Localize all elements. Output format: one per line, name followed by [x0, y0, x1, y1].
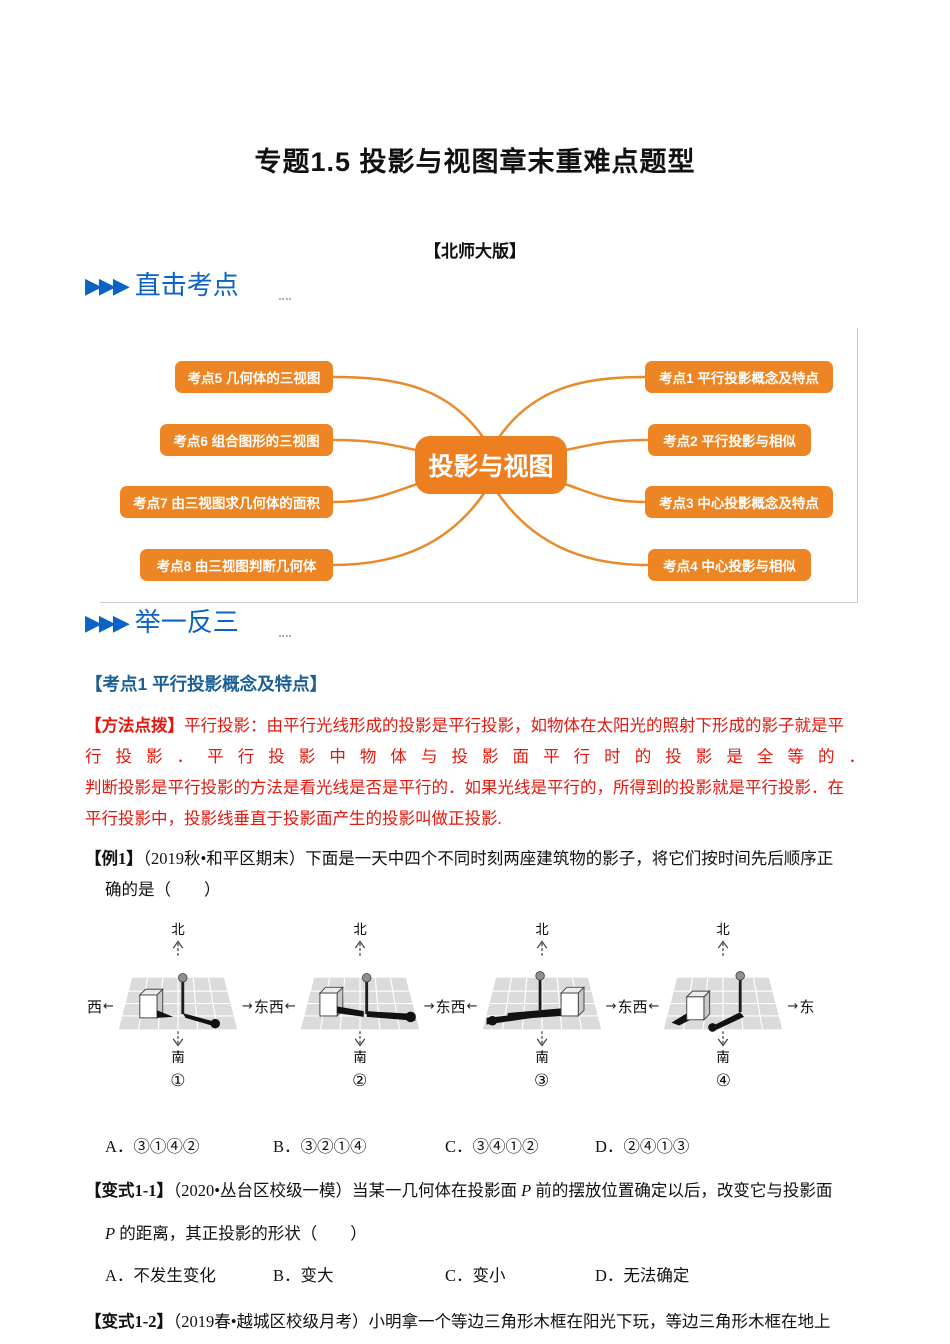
shadow-diagram-3: 北 南: [481, 922, 602, 1065]
variant11-label: 【变式1-1】: [85, 1181, 173, 1200]
choice-C: C．变小: [445, 1266, 506, 1285]
arrow-right-icon: →: [605, 999, 617, 1014]
choice-A: A．③①④②: [105, 1137, 200, 1156]
mindmap-node-kaodian7: 考点7 由三视图求几何体的面积: [120, 486, 333, 518]
shadow-diagram-2: 北 南: [299, 922, 420, 1065]
example1-choices: A．③①④② B．③②①④ C．③④①② D．②④①③: [85, 1133, 865, 1161]
svg-text:南: 南: [171, 1050, 184, 1065]
building-icon: [686, 990, 711, 1021]
arrow-right-icon: →: [241, 999, 253, 1014]
choice-D: D．②④①③: [595, 1137, 690, 1156]
svg-text:北: 北: [171, 922, 185, 937]
variant12-label: 【变式1-2】: [85, 1312, 173, 1331]
triple-arrow-icon: ▶▶▶: [85, 274, 130, 299]
stray-mark: [278, 635, 291, 637]
tower-shadow: [182, 1013, 219, 1028]
figure-number: ②: [352, 1071, 368, 1090]
method-line-2: 行投影．平行投影中物体与投影面平行时的投影是全等的．: [85, 747, 865, 766]
svg-text:北: 北: [717, 922, 731, 937]
compass-label-east: →东: [787, 999, 815, 1016]
arrow-left-icon: ←: [648, 999, 660, 1014]
edition-label: 【北师大版】: [424, 242, 526, 261]
mindmap-node-kaodian5: 考点5 几何体的三视图: [175, 361, 333, 393]
figure-2: 北 南 ②: [297, 919, 423, 1091]
choice-A: A．不发生变化: [105, 1266, 216, 1285]
method-line-1: 【方法点拨】平行投影：由平行光线形成的投影是平行投影，如物体在太阳光的照射下形成…: [85, 716, 844, 735]
tower-shadow: [366, 1011, 416, 1021]
svg-text:北: 北: [353, 922, 367, 937]
example1-label: 【例1】: [85, 849, 143, 868]
arrow-left-icon: ←: [284, 999, 296, 1014]
building-shadow: [156, 1010, 174, 1018]
choice-C: C．③④①②: [445, 1137, 539, 1156]
tower-shadow: [710, 1012, 745, 1031]
method-label: 【方法点拨】: [85, 716, 184, 735]
mindmap-center-node: 投影与视图: [415, 436, 567, 494]
compass-label-eastwest-2: →东西←: [423, 999, 478, 1016]
choice-D: D．无法确定: [595, 1266, 690, 1285]
building-shadow: [336, 1006, 364, 1017]
page-title: 专题1.5 投影与视图章末重难点题型: [254, 147, 696, 177]
mindmap-node-kaodian1: 考点1 平行投影概念及特点: [645, 361, 833, 393]
choice-B: B．③②①④: [273, 1137, 367, 1156]
triple-arrow-icon: ▶▶▶: [85, 611, 130, 636]
figure-number: ③: [533, 1071, 550, 1090]
building-icon: [560, 986, 585, 1017]
figure-3: 北 南 ③: [479, 919, 605, 1091]
figure-number: ④: [715, 1071, 732, 1090]
variable-P: P: [105, 1224, 116, 1243]
method-line-4: 平行投影中，投影线垂直于投影面产生的投影叫做正投影.: [85, 809, 502, 828]
mindmap-panel: 考点5 几何体的三视图 考点6 组合图形的三视图 考点7 由三视图求几何体的面积…: [100, 328, 858, 603]
variant11-line-1: 【变式1-1】（2020•丛台区校级一模）当某一几何体在投影面 P 前的摆放位置…: [85, 1181, 833, 1200]
figure-1: 北 南 ①: [115, 919, 241, 1091]
arrow-left-icon: ←: [466, 999, 478, 1014]
variant11-choices: A．不发生变化 B．变大 C．变小 D．无法确定: [85, 1262, 865, 1290]
example1-line-1: 【例1】（2019秋•和平区期末）下面是一天中四个不同时刻两座建筑物的影子，将它…: [85, 849, 834, 868]
tower-shadow: [486, 1012, 539, 1025]
compass-label-eastwest-3: →东西←: [605, 999, 660, 1016]
arrow-left-icon: ←: [103, 999, 114, 1014]
section-label: 举一反三: [134, 608, 239, 637]
shadow-diagram-1: 北 南: [118, 922, 238, 1065]
figure-number: ①: [170, 1071, 186, 1090]
arrow-right-icon: →: [423, 999, 435, 1014]
mindmap-node-kaodian2: 考点2 平行投影与相似: [648, 424, 811, 456]
variant11-paragraph: 【变式1-1】（2020•丛台区校级一模）当某一几何体在投影面 P 前的摆放位置…: [85, 1175, 865, 1249]
topic1-heading: 【考点1 平行投影概念及特点】: [85, 674, 328, 694]
example1-paragraph: 【例1】（2019秋•和平区期末）下面是一天中四个不同时刻两座建筑物的影子，将它…: [85, 843, 865, 905]
mindmap-node-kaodian8: 考点8 由三视图判断几何体: [140, 549, 333, 581]
figure-4: 北 南 ④: [660, 919, 786, 1091]
svg-text:北: 北: [535, 922, 549, 937]
variable-P: P: [521, 1181, 532, 1200]
mindmap-node-kaodian4: 考点4 中心投影与相似: [648, 549, 811, 581]
svg-text:南: 南: [353, 1050, 366, 1065]
svg-text:南: 南: [535, 1050, 548, 1065]
section-label: 直击考点: [134, 271, 239, 300]
method-line-3: 判断投影是平行投影的方法是看光线是否是平行的．如果光线是平行的，所得到的投影就是…: [85, 778, 844, 797]
variant12-line-1: 【变式1-2】（2019春•越城区校级月考）小明拿一个等边三角形木框在阳光下玩，…: [85, 1312, 831, 1331]
mindmap-node-kaodian3: 考点3 中心投影概念及特点: [645, 486, 833, 518]
section-header-juyifansan: ▶▶▶ 举一反三: [85, 607, 865, 639]
shadow-diagram-4: 北 南: [663, 922, 784, 1065]
example1-line-2: 确的是（ ）: [105, 880, 221, 899]
variant12-paragraph: 【变式1-2】（2019春•越城区校级月考）小明拿一个等边三角形木框在阳光下玩，…: [85, 1306, 865, 1337]
compass-label-eastwest-1: →东西←: [241, 999, 296, 1016]
section-header-kaodian: ▶▶▶ 直击考点: [85, 270, 865, 302]
stray-mark: [278, 298, 291, 300]
method-paragraph: 【方法点拨】平行投影：由平行光线形成的投影是平行投影，如物体在太阳光的照射下形成…: [85, 710, 865, 834]
example1-figures-row: 西← 北 南 ① →东西← 北 南: [87, 919, 865, 1091]
svg-text:南: 南: [717, 1050, 730, 1065]
choice-B: B．变大: [273, 1266, 334, 1285]
variant11-line-2: P 的距离，其正投影的形状（ ）: [105, 1224, 367, 1243]
arrow-right-icon: →: [787, 999, 799, 1014]
mindmap-node-kaodian6: 考点6 组合图形的三视图: [160, 424, 333, 456]
compass-label-west: 西←: [87, 999, 114, 1016]
